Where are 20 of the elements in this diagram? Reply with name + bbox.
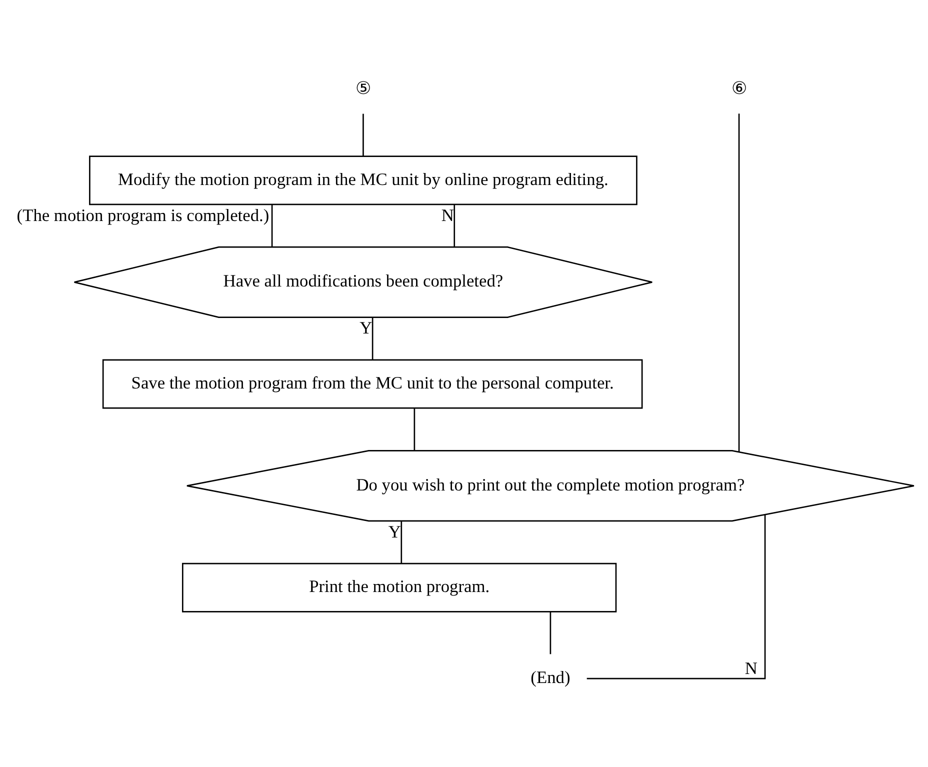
edge-label: (The motion program is completed.) <box>16 205 270 224</box>
edge-label: N <box>744 658 758 678</box>
node-text: (End) <box>530 668 570 687</box>
connector <box>738 113 740 452</box>
node-text: ⑥ <box>732 78 747 98</box>
connector <box>400 520 402 563</box>
connector <box>550 612 552 654</box>
connector <box>271 204 273 247</box>
node-text: ⑤ <box>356 78 371 98</box>
edge-label: Y <box>388 522 401 541</box>
connector <box>454 204 456 247</box>
node-box: Print the motion program. <box>182 562 617 612</box>
edge-label: N <box>441 206 454 225</box>
connector <box>414 408 416 450</box>
node-box: Modify the motion program in the MC unit by online program editing. <box>89 155 638 205</box>
connector <box>362 113 364 156</box>
connector <box>372 316 374 360</box>
connector <box>586 514 766 679</box>
node-box: Save the motion program from the MC unit to the personal computer. <box>102 358 643 408</box>
edge-label: Y <box>360 318 372 338</box>
